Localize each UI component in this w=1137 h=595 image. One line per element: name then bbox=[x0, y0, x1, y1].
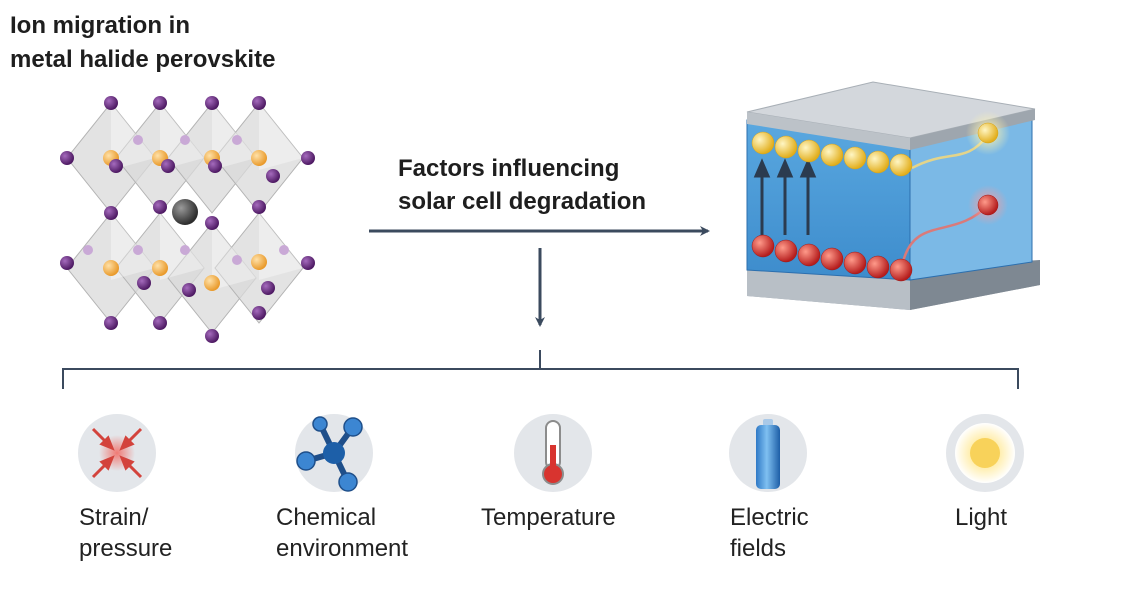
factor-label-chemical: Chemical environment bbox=[276, 502, 408, 564]
factors-bracket bbox=[62, 350, 1019, 389]
factor-label-temperature-line-1: Temperature bbox=[481, 504, 616, 531]
title-line-1: Ion migration in bbox=[10, 12, 190, 39]
factor-label-chemical-line-2: environment bbox=[276, 535, 409, 562]
perovskite-crystal-illustration bbox=[60, 96, 315, 343]
molecule-icon bbox=[295, 414, 373, 492]
factor-label-electric: Electric fields bbox=[730, 502, 809, 564]
thermometer-icon bbox=[514, 414, 592, 492]
strain-arrows-icon bbox=[78, 414, 156, 492]
diagram-title: Ion migration in metal halide perovskite bbox=[10, 9, 275, 77]
factor-label-light: Light bbox=[955, 502, 1007, 533]
solar-cell-illustration bbox=[746, 81, 1040, 310]
factor-label-strain-line-1: Strain/ bbox=[79, 504, 149, 531]
factor-label-light-line-1: Light bbox=[955, 504, 1008, 531]
factor-label-strain: Strain/ pressure bbox=[79, 502, 172, 564]
factor-label-strain-line-2: pressure bbox=[79, 535, 173, 562]
factor-label-electric-line-1: Electric bbox=[730, 504, 809, 531]
battery-icon bbox=[729, 414, 807, 492]
factors-heading-line-1: Factors influencing bbox=[398, 155, 620, 182]
title-line-2: metal halide perovskite bbox=[10, 46, 276, 73]
light-icon bbox=[946, 414, 1024, 492]
factor-label-temperature: Temperature bbox=[481, 502, 616, 533]
factors-heading-line-2: solar cell degradation bbox=[398, 188, 647, 215]
factors-heading: Factors influencing solar cell degradati… bbox=[398, 152, 646, 218]
factor-label-electric-line-2: fields bbox=[730, 535, 787, 562]
factor-label-chemical-line-1: Chemical bbox=[276, 504, 377, 531]
